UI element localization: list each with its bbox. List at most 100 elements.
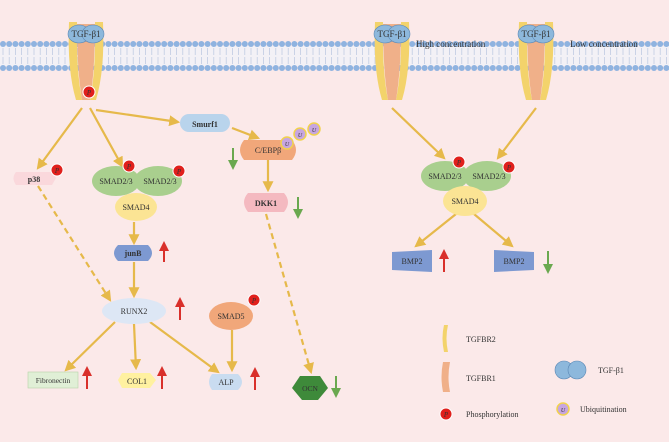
svg-text:P: P [456,159,462,167]
lipid-head [322,65,329,71]
svg-text:COL1: COL1 [127,377,147,386]
tgfbr2-shape [396,22,410,100]
lipid-head [626,65,633,71]
legend-phosphorylation: P Phosphorylation [439,407,518,421]
lipid-head [601,65,608,71]
low-concentration-label: Low concentration [570,39,638,49]
lipid-head [291,65,298,71]
lipid-head [130,65,137,71]
lipid-head [421,41,428,47]
svg-text:ALP: ALP [218,378,234,387]
lipid-head [613,65,620,71]
arrow-smad4-bmp2-right [473,213,514,248]
lipid-head [570,65,577,71]
lipid-head [124,65,130,71]
legend-tgfb1: TGF-β1 [554,360,624,380]
svg-text:C/EBPβ: C/EBPβ [255,146,281,155]
lipid-head [359,41,366,47]
svg-text:P: P [86,89,92,97]
arrow-receptor-smurf1 [95,108,181,127]
lipid-head [415,41,422,47]
lipid-head [155,41,161,47]
lipid-head [496,41,502,47]
arrow-runx2-col1 [130,323,142,371]
arrow-receptor-p38 [36,107,83,170]
ligand-label-low: TGF-β1 [521,29,550,39]
svg-text:U: U [561,408,566,414]
lipid-head [167,65,174,71]
lipid-head [409,65,416,71]
lipid-head [316,41,323,47]
lipid-head [192,41,199,47]
tgfb-receptor-complex-left [67,22,105,100]
phospho-badge-smad5: P [247,293,261,307]
smad5-node: SMAD5 [209,302,253,330]
lipid-head [105,65,112,71]
lipid-head [353,41,360,47]
smad4-right-label: SMAD4 [451,197,478,206]
lipid-head [155,65,161,71]
lipid-head [558,41,564,47]
arrows [36,107,537,375]
smad-complex-left: SMAD2/3 SMAD2/3 SMAD4 [92,166,182,221]
lipid-head [347,65,354,71]
lipid-head [607,41,614,47]
lipid-head [582,41,589,47]
svg-text:P: P [443,411,449,419]
lipid-head [62,41,68,47]
lipid-head [477,41,484,47]
svg-text:Fibronectin: Fibronectin [36,376,71,385]
lipid-head [148,41,155,47]
svg-text:p38: p38 [28,175,40,184]
lipid-head [502,65,509,71]
lipid-head [204,41,211,47]
lipid-head [142,65,149,71]
lipid-head [570,41,577,47]
col1-node: COL1 [118,373,156,388]
lipid-head [651,65,657,71]
arrow-dkk1-ocn [264,213,314,375]
smad4-label: SMAD4 [122,203,149,212]
lipid-head [130,41,137,47]
lipid-head [328,41,335,47]
lipid-head [198,65,205,71]
lipid-head [465,41,471,47]
lipid-head [558,65,564,71]
lipid-head [551,65,558,71]
arrow-p38-runx2 [37,185,112,302]
lipid-head [173,41,180,47]
lipid-head [644,65,651,71]
lipid-head [136,41,143,47]
lipid-head [458,41,465,47]
bmp2-node-high: BMP2 [392,250,432,272]
lipid-head [626,41,633,47]
lipid-head [489,41,496,47]
lipid-head [452,65,459,71]
lipid-head [458,65,465,71]
phospho-badge-smad-left-1: P [122,159,136,173]
lipid-head [161,41,168,47]
lipid-head [440,65,447,71]
lipid-head [136,65,143,71]
lipid-head [359,65,366,71]
lipid-head [409,41,416,47]
runx2-node: RUNX2 [102,298,166,324]
lipid-head [210,65,217,71]
lipid-head [328,65,335,71]
lipid-head [310,65,316,71]
tgfbr2-shape [374,22,388,100]
smurf1-node: Smurf1 [180,114,230,132]
lipid-head [297,41,304,47]
lipid-head [601,41,608,47]
lipid-head [582,65,589,71]
lipid-head [576,41,583,47]
arrow-high-receptor-smad [391,107,446,160]
lipid-head [279,65,285,71]
lipid-head [254,41,261,47]
lipid-head [427,65,434,71]
lipid-head [198,41,205,47]
lipid-head [638,41,645,47]
lipid-head [12,65,19,71]
lipid-head [663,41,669,47]
